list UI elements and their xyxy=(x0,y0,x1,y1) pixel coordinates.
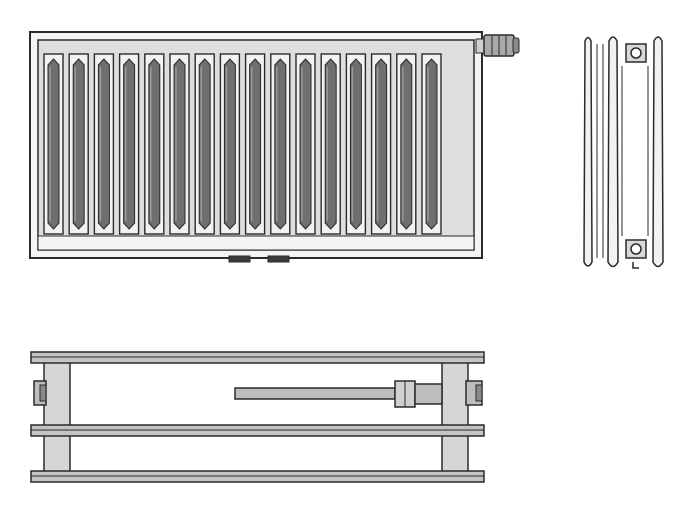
right-port xyxy=(465,380,483,406)
valve-knob xyxy=(512,37,520,54)
top-view xyxy=(30,351,485,483)
valve-head xyxy=(475,34,520,57)
side-tube xyxy=(607,36,619,268)
bottom-connector-left xyxy=(228,255,251,263)
fin xyxy=(396,53,417,235)
fin xyxy=(194,53,215,235)
fin xyxy=(320,53,341,235)
side-top-port xyxy=(625,43,647,63)
side-bottom-port xyxy=(625,239,647,259)
bottom-connector-right xyxy=(267,255,290,263)
left-port xyxy=(33,380,47,406)
fin xyxy=(118,53,140,235)
fin xyxy=(93,53,115,235)
panel-bottom-strip xyxy=(37,235,475,251)
convector-fins xyxy=(43,53,442,235)
fin xyxy=(68,53,89,235)
side-view xyxy=(583,36,664,269)
fin xyxy=(244,53,266,235)
fin xyxy=(169,53,190,235)
fin xyxy=(219,53,241,235)
end-plate-left xyxy=(43,359,71,477)
valve-body xyxy=(394,380,443,408)
side-tube xyxy=(652,36,664,268)
fin xyxy=(370,53,392,235)
fin xyxy=(270,53,291,235)
fin xyxy=(43,53,64,235)
fin xyxy=(345,53,367,235)
side-hook xyxy=(632,262,639,269)
fin xyxy=(295,53,316,235)
supply-pipe xyxy=(234,387,396,400)
front-view xyxy=(29,31,520,263)
side-tube xyxy=(583,36,593,267)
fin xyxy=(144,53,165,235)
end-plate-right xyxy=(441,359,469,477)
fin xyxy=(421,53,442,235)
